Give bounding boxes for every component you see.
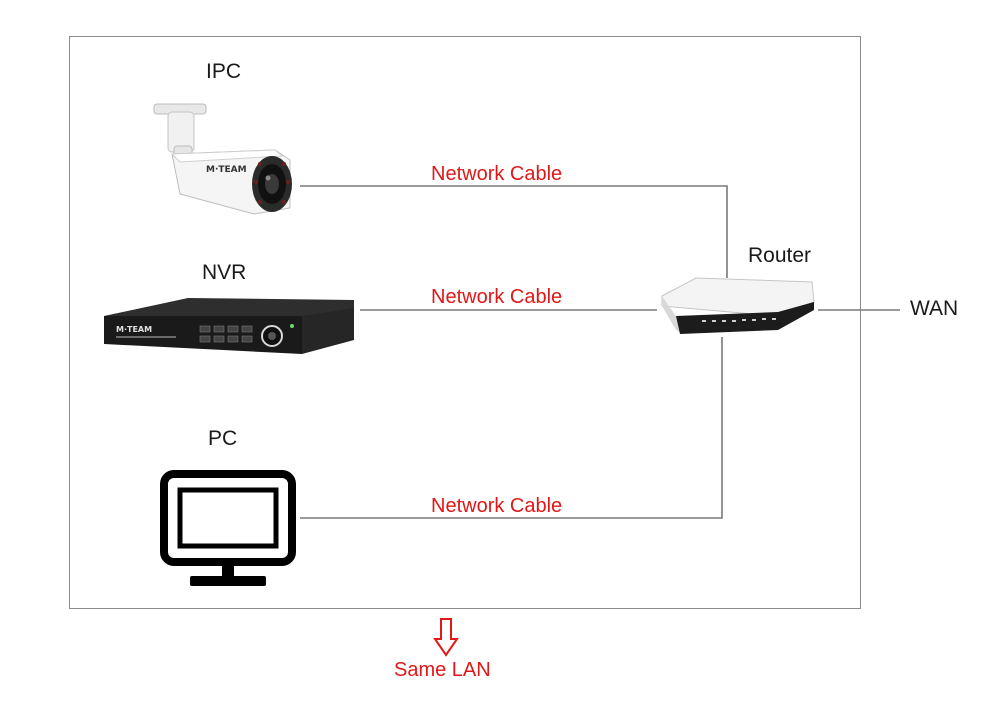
ipc-label: IPC [206, 60, 242, 83]
pc-monitor-icon [160, 470, 296, 586]
ipc-cable-label: Network Cable [431, 163, 563, 185]
down-arrow-icon [433, 618, 459, 657]
router-device-image [661, 277, 815, 334]
same-lan-label: Same LAN [394, 659, 491, 681]
router-label: Router [748, 244, 812, 267]
pc-label: PC [208, 427, 238, 450]
ipc-router-line [300, 185, 728, 278]
ipc-camera-image: M·TEAM [153, 103, 292, 215]
wan-label: WAN [910, 297, 959, 320]
nvr-device-image: M·TEAM [104, 298, 354, 354]
camera-logo: M·TEAM [206, 165, 247, 175]
pc-router-line [300, 337, 723, 519]
nvr-label: NVR [202, 261, 247, 284]
pc-cable-label: Network Cable [431, 495, 563, 517]
nvr-cable-label: Network Cable [431, 286, 563, 308]
lan-boundary-frame [69, 36, 861, 609]
nvr-logo: M·TEAM [116, 325, 152, 334]
